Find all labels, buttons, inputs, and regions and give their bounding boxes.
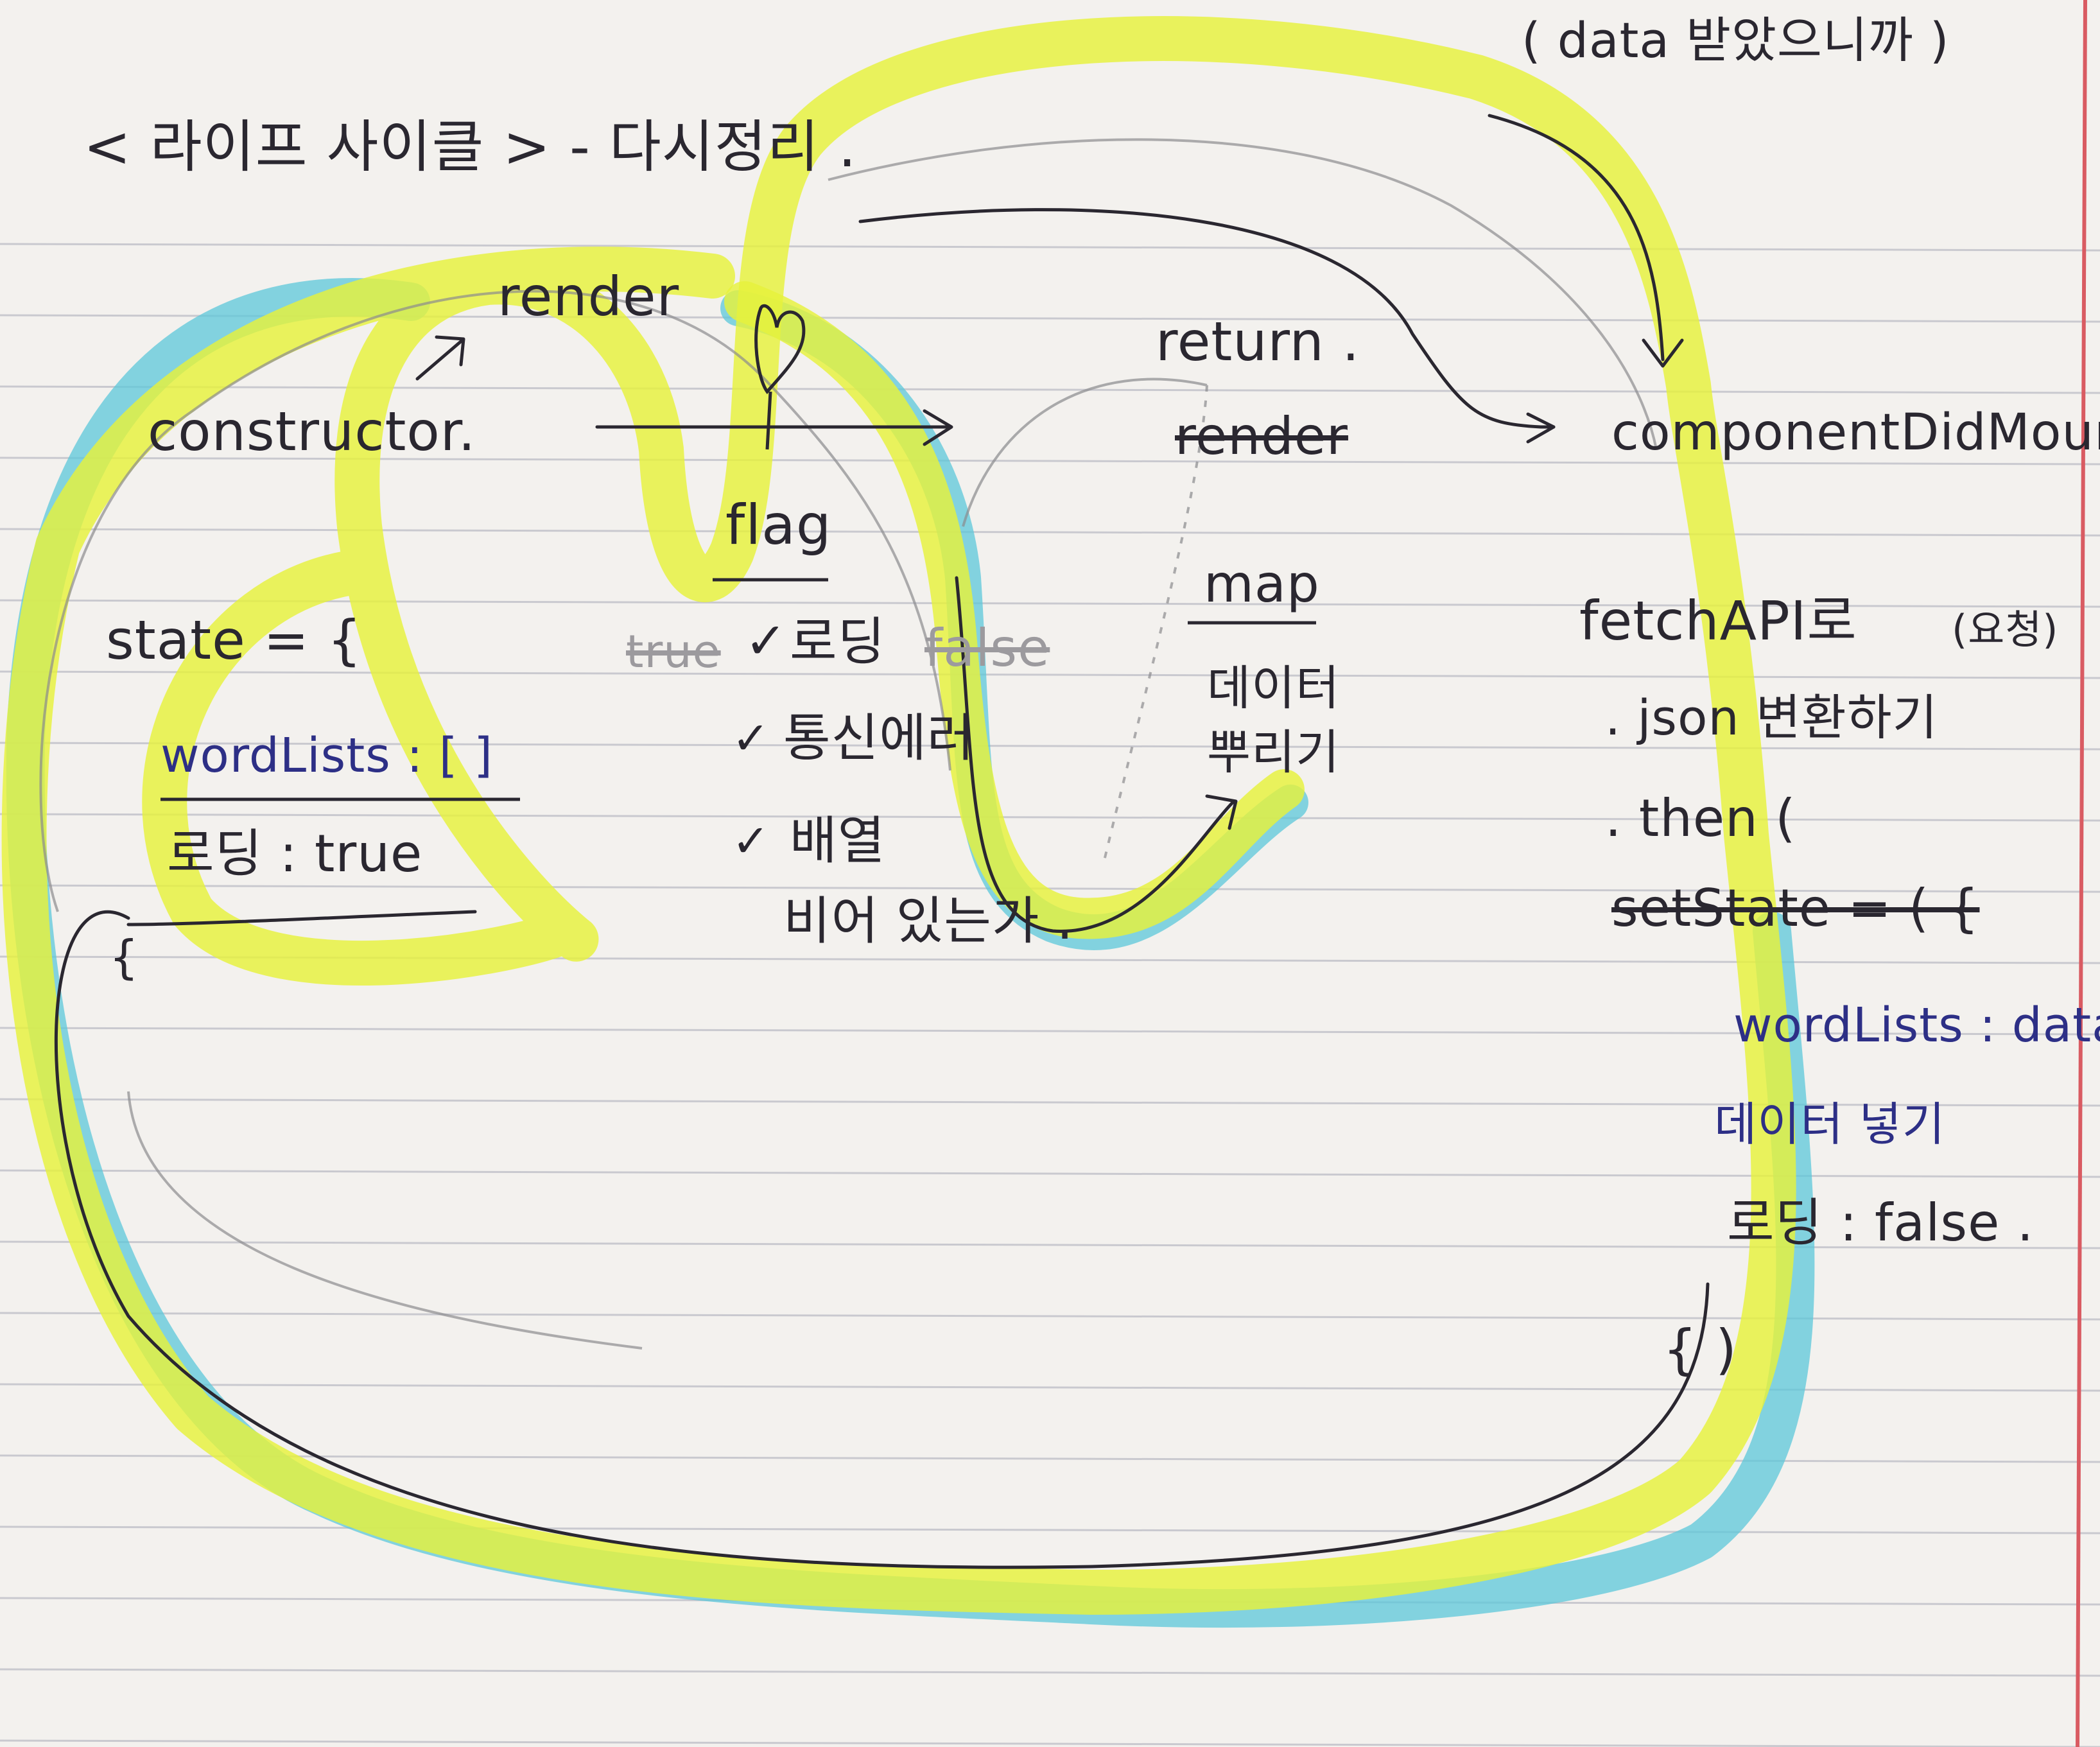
check-array-empty: 비어 있는가 . — [783, 891, 1074, 951]
rule-line — [0, 1668, 2100, 1677]
rule-line — [0, 1169, 2100, 1178]
cdm-loading-false: 로딩 : false . — [1727, 1193, 2035, 1253]
map-label: map — [1204, 554, 1320, 614]
corner-note: ( data 받았으니까 ) — [1522, 12, 1950, 69]
state-line: state = { — [106, 609, 363, 672]
return-show: 뿌리기 — [1207, 725, 1341, 780]
constructor-label: constructor. — [148, 400, 476, 463]
cdm-close: { ) — [1663, 1318, 1737, 1381]
wordlists-initial: wordLists : [ ] — [161, 728, 494, 783]
render-struck: render — [1175, 406, 1348, 466]
return-data: 데이터 — [1207, 661, 1341, 716]
rule-line — [0, 1739, 2100, 1747]
check-loading-false-struck: false — [924, 618, 1050, 678]
yellow-highlight-stroke — [1, 16, 1796, 1615]
heart-icon — [754, 304, 806, 450]
arrow-small-to-render — [415, 338, 464, 381]
check-loading: 로딩 — [790, 612, 886, 672]
cdm-setstate: setState = ( { — [1611, 878, 1980, 938]
cdm-then: . then ( — [1605, 788, 1796, 848]
check-error: 통신에러 — [783, 708, 975, 768]
rule-line — [0, 243, 2100, 252]
loading-true: 로딩 : true — [167, 824, 423, 883]
arrow-render-to-componentdidmount — [858, 208, 1556, 429]
margin-line — [2076, 0, 2087, 1747]
check-loading-true-struck: true — [626, 625, 721, 678]
flow-return-to-map — [955, 576, 1235, 933]
flag-label: flag — [725, 493, 832, 557]
page-title: < 라이프 사이클 > - 다시정리 . — [83, 114, 857, 180]
ink-arrows — [54, 114, 1710, 1569]
check-mark-array: ✓ — [732, 815, 770, 867]
flow-return-loop — [54, 910, 1710, 1569]
rule-line — [0, 599, 2100, 608]
cdm-json: . json 변환하기 — [1605, 689, 1938, 746]
highlighter-loop — [1, 16, 1815, 1628]
cdm-fetch-aside: (요청) — [1952, 606, 2059, 653]
arrow-top-right-to-cdm — [1488, 114, 1665, 361]
cdm-wordlists-data: wordLists : data — [1733, 998, 2100, 1053]
state-close-brace: { — [109, 930, 139, 984]
check-array: 배열 — [790, 811, 886, 871]
render-label: render — [498, 265, 680, 328]
check-mark-error: ✓ — [732, 712, 770, 765]
underlines — [161, 578, 1316, 801]
cdm-data-put: 데이터 넣기 — [1714, 1097, 1946, 1151]
pencil-lines — [39, 138, 1658, 1350]
check-mark-loading: ✓ — [745, 613, 788, 670]
cdm-fetch: fetchAPI로 — [1579, 589, 1857, 652]
pencil-state-curve — [126, 910, 477, 926]
yellow-s-curve — [724, 281, 1305, 939]
return-label: return . — [1156, 310, 1360, 373]
cdm-label: componentDidMount — [1611, 404, 2100, 462]
